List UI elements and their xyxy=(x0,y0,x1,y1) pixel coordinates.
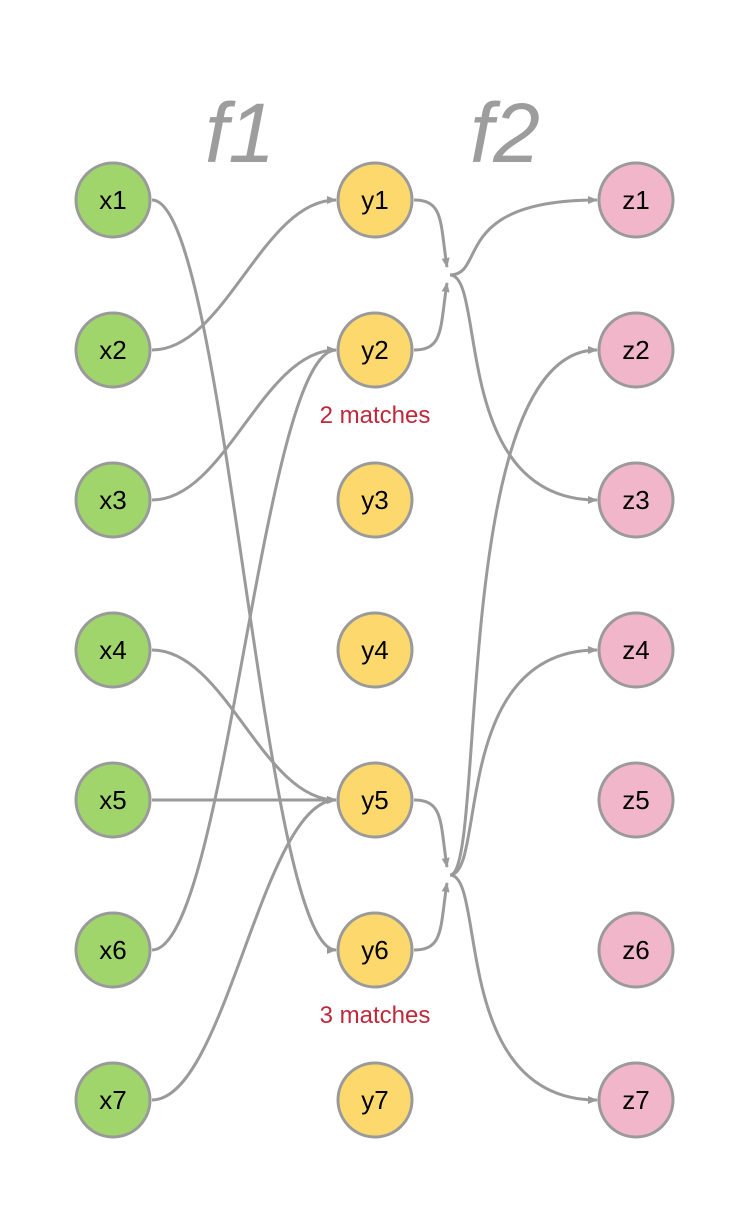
node-y6-circle xyxy=(336,911,414,989)
node-z6-circle xyxy=(597,911,675,989)
edge-x7-to-y5 xyxy=(151,796,337,1102)
node-z7-circle xyxy=(597,1061,675,1139)
node-y1: y1 xyxy=(336,161,414,239)
node-z5: z5 xyxy=(597,761,675,839)
node-y1-circle xyxy=(336,161,414,239)
node-x2-label: x2 xyxy=(99,335,126,365)
node-z7: z7 xyxy=(597,1061,675,1139)
edge-junction-to-z4 xyxy=(449,646,598,877)
node-y4-label: y4 xyxy=(361,635,388,665)
f2-label: f2 xyxy=(470,86,540,180)
node-x4-circle xyxy=(74,611,152,689)
node-y6: y6 xyxy=(336,911,414,989)
edge-x2-to-y1 xyxy=(151,196,337,352)
edge-junction-to-z7 xyxy=(449,873,598,1104)
edge-x6-to-y2 xyxy=(151,346,337,952)
edge-junction-to-z3 xyxy=(449,273,598,504)
node-y2-circle xyxy=(336,311,414,389)
node-z5-label: z5 xyxy=(622,785,649,815)
node-x3-label: x3 xyxy=(99,485,126,515)
node-z7-label: z7 xyxy=(622,1085,649,1115)
edge-y6-to-junction xyxy=(413,882,450,952)
node-y7-label: y7 xyxy=(361,1085,388,1115)
node-y5: y5 xyxy=(336,761,414,839)
node-y4: y4 xyxy=(336,611,414,689)
node-x2-circle xyxy=(74,311,152,389)
edge-x3-to-y2 xyxy=(151,346,337,502)
node-y2: y2 xyxy=(336,311,414,389)
node-z1-circle xyxy=(597,161,675,239)
edge-y5-to-junction xyxy=(413,798,450,868)
node-y3-circle xyxy=(336,461,414,539)
node-y5-label: y5 xyxy=(361,785,388,815)
edges-layer xyxy=(151,196,598,1104)
node-x5-label: x5 xyxy=(99,785,126,815)
node-x3: x3 xyxy=(74,461,152,539)
edge-x1-to-y6 xyxy=(151,198,337,954)
node-x6-circle xyxy=(74,911,152,989)
node-x4: x4 xyxy=(74,611,152,689)
node-z1: z1 xyxy=(597,161,675,239)
node-z2-label: z2 xyxy=(622,335,649,365)
node-y6-label: y6 xyxy=(361,935,388,965)
node-x1-label: x1 xyxy=(99,185,126,215)
node-z4-label: z4 xyxy=(622,635,649,665)
match-count-note-y2: 2 matches xyxy=(320,402,431,429)
node-x5: x5 xyxy=(74,761,152,839)
node-y2-label: y2 xyxy=(361,335,388,365)
node-y4-circle xyxy=(336,611,414,689)
edge-junction-to-z1 xyxy=(449,196,598,277)
node-x1: x1 xyxy=(74,161,152,239)
node-z5-circle xyxy=(597,761,675,839)
node-z6: z6 xyxy=(597,911,675,989)
node-x3-circle xyxy=(74,461,152,539)
annotations-layer: 2 matches 3 matches xyxy=(320,402,431,1029)
edge-y1-to-junction xyxy=(413,198,450,268)
edge-x4-to-y5 xyxy=(151,648,337,804)
node-z2: z2 xyxy=(597,311,675,389)
node-z1-label: z1 xyxy=(622,185,649,215)
node-y7-circle xyxy=(336,1061,414,1139)
node-z3-label: z3 xyxy=(622,485,649,515)
nodes-layer: x1 x2 x3 x4 x5 x6 x7 y1 y2 y3 y4 y5 y6 y7 z1 z2 z3 z4 z5 z6… xyxy=(74,161,675,1139)
node-x2: x2 xyxy=(74,311,152,389)
node-x6: x6 xyxy=(74,911,152,989)
node-z4-circle xyxy=(597,611,675,689)
node-y3: y3 xyxy=(336,461,414,539)
node-y5-circle xyxy=(336,761,414,839)
node-y3-label: y3 xyxy=(361,485,388,515)
match-count-note-y6: 3 matches xyxy=(320,1002,431,1029)
node-y1-label: y1 xyxy=(361,185,388,215)
edge-y2-to-junction xyxy=(413,282,450,352)
node-z3-circle xyxy=(597,461,675,539)
edge-junction-to-z2 xyxy=(449,346,598,877)
node-z3: z3 xyxy=(597,461,675,539)
node-z6-label: z6 xyxy=(622,935,649,965)
node-x5-circle xyxy=(74,761,152,839)
node-x6-label: x6 xyxy=(99,935,126,965)
node-x7: x7 xyxy=(74,1061,152,1139)
node-z4: z4 xyxy=(597,611,675,689)
f1-label: f1 xyxy=(205,86,275,180)
node-y7: y7 xyxy=(336,1061,414,1139)
node-x1-circle xyxy=(74,161,152,239)
node-x7-label: x7 xyxy=(99,1085,126,1115)
node-x4-label: x4 xyxy=(99,635,126,665)
node-x7-circle xyxy=(74,1061,152,1139)
node-z2-circle xyxy=(597,311,675,389)
